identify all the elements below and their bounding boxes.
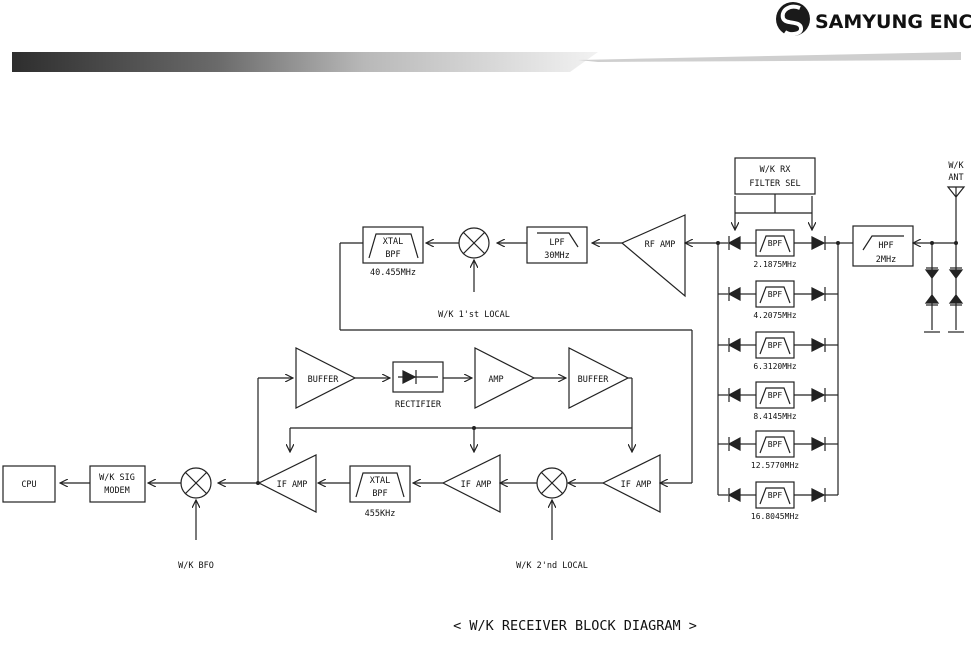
switch-diode-left: [727, 235, 741, 251]
local2-label: W/K 2'nd LOCAL: [516, 561, 588, 571]
filter-bank-row: BPF 4.2075MHz: [718, 280, 838, 320]
samyung-logo-icon: [776, 2, 810, 37]
filter-bank: BPF2.1875MHzBPF4.2075MHzBPF6.3120MHzBPF8…: [718, 229, 838, 521]
xtal2-freq: 455KHz: [365, 509, 396, 519]
modem-label-1: W/K SIG: [99, 473, 135, 483]
hpf-label-1: HPF: [878, 241, 893, 251]
filter-frequency: 12.5770MHz: [751, 461, 799, 470]
modem-label-2: MODEM: [104, 486, 130, 496]
filter-frequency: 2.1875MHz: [753, 260, 797, 269]
if-amp-2: [441, 454, 501, 513]
xtal2-label-2: BPF: [372, 489, 387, 499]
if-amp-2-label: IF AMP: [461, 480, 492, 490]
local1-label: W/K 1'st LOCAL: [438, 310, 510, 320]
xtal1-label-2: BPF: [385, 250, 400, 260]
buffer1-label: BUFFER: [308, 375, 340, 385]
buffer-1: [295, 347, 357, 409]
antenna-label-1: W/K: [948, 161, 964, 171]
filter-frequency: 8.4145MHz: [753, 412, 797, 421]
if-amp-3-label: IF AMP: [621, 480, 652, 490]
filter-bank-row: BPF 2.1875MHz: [718, 229, 838, 269]
company-name: SAMYUNG ENC: [815, 11, 971, 33]
bpf-label: BPF: [768, 440, 783, 449]
mixer-1: [458, 227, 490, 259]
filter-bank-row: BPF 12.5770MHz: [718, 430, 838, 470]
switch-diode-left: [727, 487, 741, 503]
switch-diode-right: [811, 236, 826, 250]
rx-sel-label-1: W/K RX: [760, 165, 792, 175]
antenna-label-2: ANT: [948, 173, 963, 183]
rectifier-label: RECTIFIER: [395, 400, 442, 410]
rf-amp-label: RF AMP: [645, 240, 676, 250]
switch-diode-left: [727, 337, 741, 353]
switch-diode-right: [811, 287, 826, 301]
switch-diode-right: [811, 388, 826, 402]
bpf-label: BPF: [768, 239, 783, 248]
xtal-bpf-1: [362, 226, 424, 264]
switch-diode-left: [727, 436, 741, 452]
rx-sel-label-2: FILTER SEL: [749, 179, 800, 189]
cpu-label: CPU: [21, 480, 36, 490]
buffer-2: [568, 347, 630, 409]
lpf-label-2: 30MHz: [544, 251, 570, 261]
filter-bank-row: BPF 16.8045MHz: [718, 481, 838, 521]
hpf-label-2: 2MHz: [876, 255, 896, 265]
rectifier-block: [392, 361, 444, 393]
header-bar: [12, 52, 961, 72]
mixer-3: [180, 467, 212, 499]
amp-label: AMP: [488, 375, 503, 385]
filter-frequency: 16.8045MHz: [751, 512, 799, 521]
antenna: [946, 186, 966, 210]
xtal-bpf-2: [349, 465, 411, 503]
bpf-label: BPF: [768, 341, 783, 350]
switch-diode-right: [811, 338, 826, 352]
bpf-label: BPF: [768, 290, 783, 299]
xtal2-label-1: XTAL: [370, 476, 390, 486]
lpf-block: [526, 226, 588, 264]
bfo-label: W/K BFO: [178, 561, 214, 571]
buffer2-label: BUFFER: [578, 375, 610, 385]
company-logo: SAMYUNG ENC: [776, 2, 971, 37]
filter-frequency: 4.2075MHz: [753, 311, 797, 320]
switch-diode-right: [811, 437, 826, 451]
if-amp-3: [601, 454, 661, 513]
cpu-block: [2, 465, 56, 503]
if-amp-1-label: IF AMP: [277, 480, 308, 490]
diagram-caption: < W/K RECEIVER BLOCK DIAGRAM >: [453, 618, 697, 634]
xtal1-freq: 40.455MHz: [370, 268, 416, 278]
filter-bank-row: BPF 8.4145MHz: [718, 381, 838, 421]
sig-modem-block: [89, 465, 146, 503]
xtal1-label-1: XTAL: [383, 237, 403, 247]
switch-diode-right: [811, 488, 826, 502]
junction-dots: [256, 241, 958, 485]
mixer-2: [536, 467, 568, 499]
bpf-label: BPF: [768, 391, 783, 400]
filter-bank-row: BPF 6.3120MHz: [718, 331, 838, 371]
lpf-label-1: LPF: [549, 238, 564, 248]
filter-frequency: 6.3120MHz: [753, 362, 797, 371]
antenna-protection-diodes: [924, 267, 964, 333]
rf-amp: [620, 214, 686, 298]
switch-diode-left: [727, 387, 741, 403]
switch-diode-left: [727, 286, 741, 302]
amp-block: [474, 347, 536, 409]
if-amp-1: [257, 454, 317, 513]
bpf-label: BPF: [768, 491, 783, 500]
